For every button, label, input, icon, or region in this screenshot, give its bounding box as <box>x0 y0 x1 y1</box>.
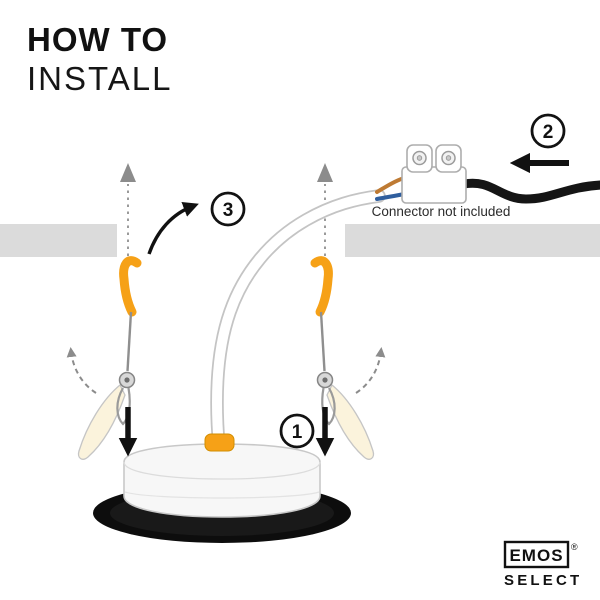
swing-arrow-right <box>355 347 386 394</box>
logo-box <box>503 540 570 569</box>
guide-line-left <box>120 163 136 256</box>
guide-arrowhead-up-icon <box>120 163 136 182</box>
clip-wire-loop <box>116 387 131 426</box>
wire-brown <box>375 176 406 194</box>
emos-logo: EMOS ® SELECT <box>503 540 582 589</box>
step-1-badge: 1 <box>279 413 315 449</box>
clip-orange-spring <box>310 256 333 317</box>
fixture-bottom-seam <box>124 491 320 499</box>
guide-line-right <box>317 163 333 256</box>
spring-clip-left <box>77 256 142 460</box>
badge-circle <box>530 113 566 149</box>
logo-brand: EMOS <box>509 546 563 565</box>
mains-cable <box>459 178 600 204</box>
ceiling <box>0 224 600 257</box>
clip-wire <box>126 311 133 372</box>
logo-registered-mark: ® <box>571 542 578 552</box>
clip-wire <box>319 311 326 372</box>
clip-pivot-center <box>322 377 328 383</box>
fixture-body <box>123 443 321 518</box>
cable-gland <box>204 433 235 452</box>
swing-arrow-left <box>66 347 97 394</box>
cable-core <box>211 191 384 452</box>
clip-pivot-center <box>124 377 130 383</box>
ceiling-left <box>0 224 117 257</box>
connector-note: Connector not included <box>372 204 511 219</box>
fixture-top-seam <box>123 461 321 480</box>
ceiling-right <box>345 224 600 257</box>
clip-wire-loop <box>321 387 336 426</box>
clip-orange-spring <box>119 256 142 317</box>
title-line2: INSTALL <box>27 60 172 97</box>
badge-circle <box>210 191 246 227</box>
title-line1: HOW TO <box>27 21 168 58</box>
step-3-number: 3 <box>223 200 234 221</box>
clip-spring-arm <box>326 383 375 460</box>
arrow-curve-step3 <box>147 202 199 255</box>
guide-arrowhead-up-icon <box>317 163 333 182</box>
connector-body <box>401 166 467 204</box>
step-2-number: 2 <box>543 122 554 143</box>
spring-clip-right <box>310 256 375 460</box>
screw-center <box>416 155 423 161</box>
screw-center <box>445 155 452 161</box>
step-2-badge: 2 <box>530 113 566 149</box>
logo-select-label: SELECT <box>504 572 582 589</box>
step-1-number: 1 <box>292 422 303 443</box>
badge-circle <box>279 413 315 449</box>
clip-spring-arm <box>77 383 126 460</box>
downlight-fixture <box>93 433 351 543</box>
terminal-connector <box>401 144 467 204</box>
step-3-badge: 3 <box>210 191 246 227</box>
fixture-cable <box>210 189 386 454</box>
